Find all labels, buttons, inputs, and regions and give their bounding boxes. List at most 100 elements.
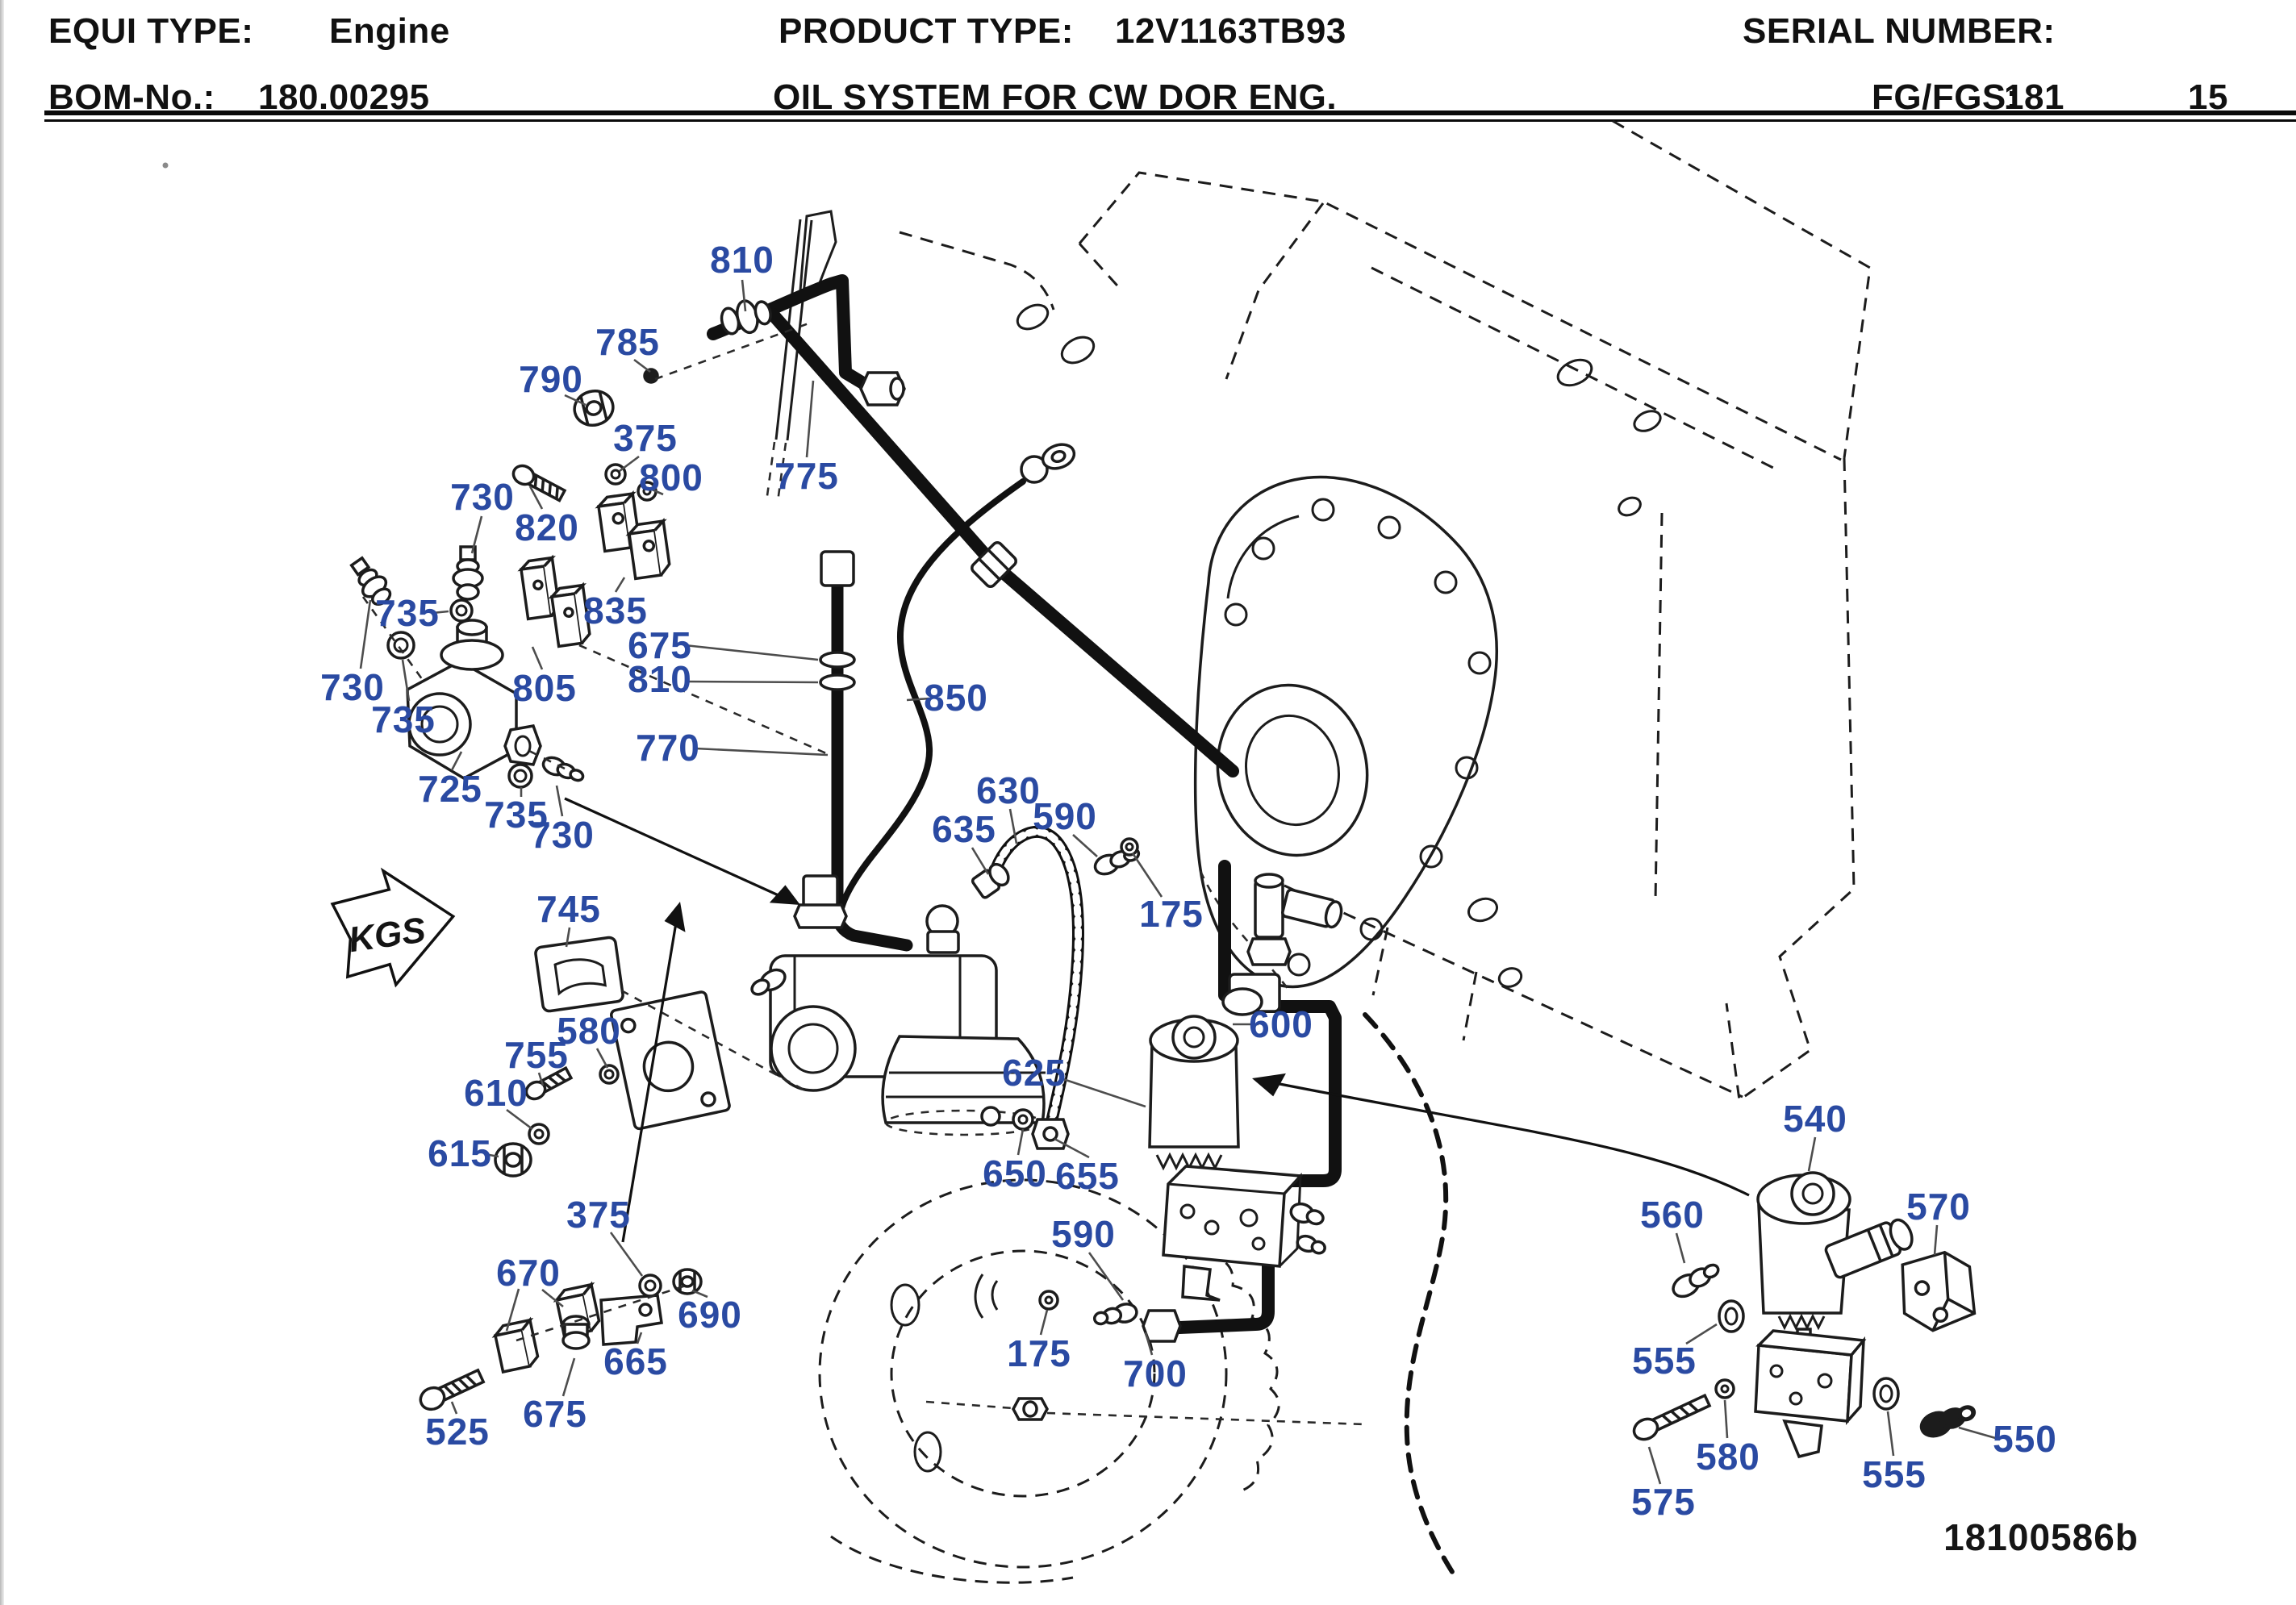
callout-375: 375 [566,1194,631,1236]
cable-dashed [1363,1012,1456,1577]
nut-690 [672,1268,703,1295]
callout-525: 525 [425,1411,490,1453]
seal-675 [819,651,856,669]
banjo-850 [1020,443,1076,484]
washer-580-right [1714,1378,1735,1399]
alignment-axes [361,321,827,1342]
small-parts [349,299,1977,1459]
fitting-635 [971,862,1010,899]
bolt-525 [419,1368,486,1411]
nut-775-end [859,371,906,406]
bom-value: 180.00295 [258,77,430,117]
union-nut-770 [820,550,855,587]
sheet-title: OIL SYSTEM FOR CW DOR ENG. [773,77,1338,117]
fitting-730-left [349,556,392,607]
valve-725 [406,619,542,781]
callout-850: 850 [924,677,988,719]
arrowhead [769,885,800,905]
fg-fgs-label: FG/FGS: [1872,77,2018,117]
callout-675: 675 [523,1393,587,1435]
clamps-805 [517,554,591,648]
callout-730: 730 [450,476,515,518]
callout-805: 805 [512,667,577,709]
assembly-arrows [564,797,1750,1243]
callout-635: 635 [932,808,996,850]
callout-375: 375 [613,417,678,459]
callout-745: 745 [536,888,601,930]
callout-775: 775 [774,455,839,497]
seal-735-b [386,631,415,660]
pipe-850 [837,478,1026,915]
callout-630: 630 [976,769,1041,811]
scan-speck [162,162,169,169]
callout-810: 810 [710,239,774,281]
callout-600: 600 [1249,1003,1313,1045]
bell-housing [818,1178,1366,1584]
bolt-575 [1632,1393,1712,1441]
scan-edge [0,0,4,1605]
gear-cover [1193,475,1498,991]
callout-735: 735 [375,592,440,634]
callout-650: 650 [983,1153,1047,1194]
arrowhead [664,902,686,932]
oring-555-left [1718,1299,1745,1333]
bom-label: BOM-No.: [48,77,215,117]
serial-number-label: SERIAL NUMBER: [1743,11,2056,51]
callout-590: 590 [1051,1213,1116,1255]
callout-690: 690 [678,1294,742,1336]
callout-675: 675 [628,624,692,666]
callout-175: 175 [1007,1332,1071,1374]
seal-175-lower [1038,1290,1059,1311]
callout-610: 610 [464,1072,528,1114]
drain-plug [1012,1397,1049,1421]
callout-570: 570 [1906,1186,1971,1228]
fitting-810-top [720,299,772,336]
nut-790 [573,390,615,427]
hose-630-braid [990,828,1082,1138]
callout-550: 550 [1993,1418,2057,1460]
seal-175-upper [1120,837,1139,857]
arrowhead [1252,1073,1286,1097]
nut-615 [494,1142,532,1178]
filter-assembly-600 [1148,873,1343,1302]
callout-810: 810 [628,658,692,700]
washer-610 [528,1123,550,1145]
callout-590: 590 [1033,795,1097,837]
seal-810 [819,673,856,691]
callout-800: 800 [639,456,703,498]
nut-700-end [1142,1309,1182,1343]
bracket-665 [599,1294,663,1346]
drawing-id: 18100586b [1943,1516,2139,1558]
washer-375-bottom [638,1274,662,1298]
callout-735: 735 [484,794,549,836]
screw-820 [511,464,567,502]
plate-745 [534,936,624,1013]
callout-580: 580 [557,1010,621,1052]
washer-580 [599,1064,620,1085]
fitting-560 [1672,1263,1720,1299]
equi-type-label: EQUI TYPE: [48,11,254,51]
callout-730: 730 [320,666,385,708]
callout-670: 670 [496,1252,561,1294]
callout-835: 835 [583,590,648,632]
clamps-835 [595,490,671,581]
adapter-plate-580 [610,990,731,1131]
fitting-730-top [452,545,484,601]
seal-735-c [507,763,533,789]
header-rule-thick [44,110,2296,115]
fg-fgs-value: 181 [2004,77,2064,117]
callout-700: 700 [1123,1353,1188,1394]
seal-735-a [449,598,474,623]
callout-730: 730 [530,814,595,856]
callout-785: 785 [595,321,660,363]
washer-650 [1012,1108,1034,1131]
fitting-550 [1919,1405,1977,1438]
oil-pump [750,874,1046,1136]
callout-725: 725 [418,768,482,810]
seal-625 [980,1106,1001,1127]
callout-575: 575 [1631,1481,1696,1523]
callout-555: 555 [1632,1340,1697,1382]
oring-555-right [1872,1377,1900,1411]
